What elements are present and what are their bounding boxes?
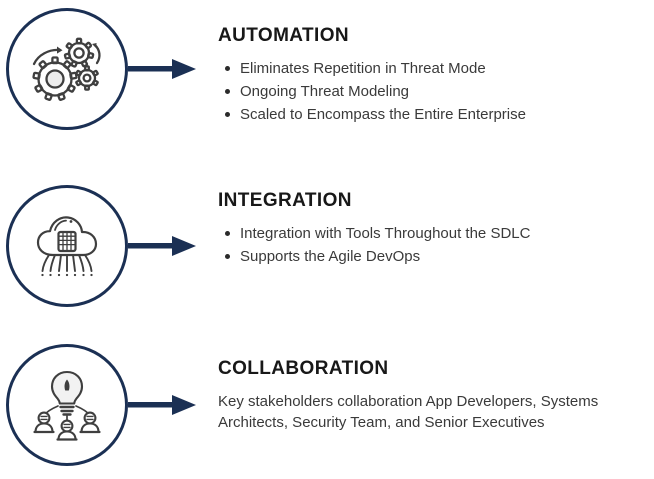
- arrow-right-icon-automation: [128, 56, 198, 82]
- text-block-collaboration: COLLABORATION Key stakeholders collabora…: [218, 358, 654, 433]
- section-heading-collaboration: COLLABORATION: [218, 358, 389, 379]
- gears-icon: [29, 33, 105, 105]
- lightbulb-people-icon: [31, 368, 103, 442]
- section-paragraph-collaboration: Key stakeholders collaboration App Devel…: [218, 392, 599, 431]
- section-collaboration: COLLABORATION Key stakeholders collabora…: [0, 320, 654, 479]
- section-heading-integration: INTEGRATION: [218, 190, 352, 211]
- section-heading-automation: AUTOMATION: [218, 25, 350, 46]
- bullet-list-automation: Eliminates Repetition in Threat Mode Ong…: [218, 58, 654, 125]
- section-automation: AUTOMATION Eliminates Repetition in Thre…: [0, 0, 654, 160]
- list-item: Ongoing Threat Modeling: [218, 81, 654, 102]
- list-item: Supports the Agile DevOps: [218, 246, 654, 267]
- icon-badge-automation: [6, 8, 128, 130]
- icon-badge-collaboration: [6, 344, 128, 466]
- text-block-automation: AUTOMATION Eliminates Repetition in Thre…: [218, 25, 654, 127]
- cloud-chip-icon: [31, 211, 103, 281]
- arrow-right-icon-collaboration: [128, 392, 198, 418]
- icon-badge-integration: [6, 185, 128, 307]
- section-integration: INTEGRATION Integration with Tools Throu…: [0, 160, 654, 320]
- list-item: Eliminates Repetition in Threat Mode: [218, 58, 654, 79]
- list-item: Scaled to Encompass the Entire Enterpris…: [218, 104, 654, 125]
- arrow-right-icon-integration: [128, 233, 198, 259]
- bullet-list-integration: Integration with Tools Throughout the SD…: [218, 223, 654, 267]
- list-item: Integration with Tools Throughout the SD…: [218, 223, 654, 244]
- text-block-integration: INTEGRATION Integration with Tools Throu…: [218, 190, 654, 269]
